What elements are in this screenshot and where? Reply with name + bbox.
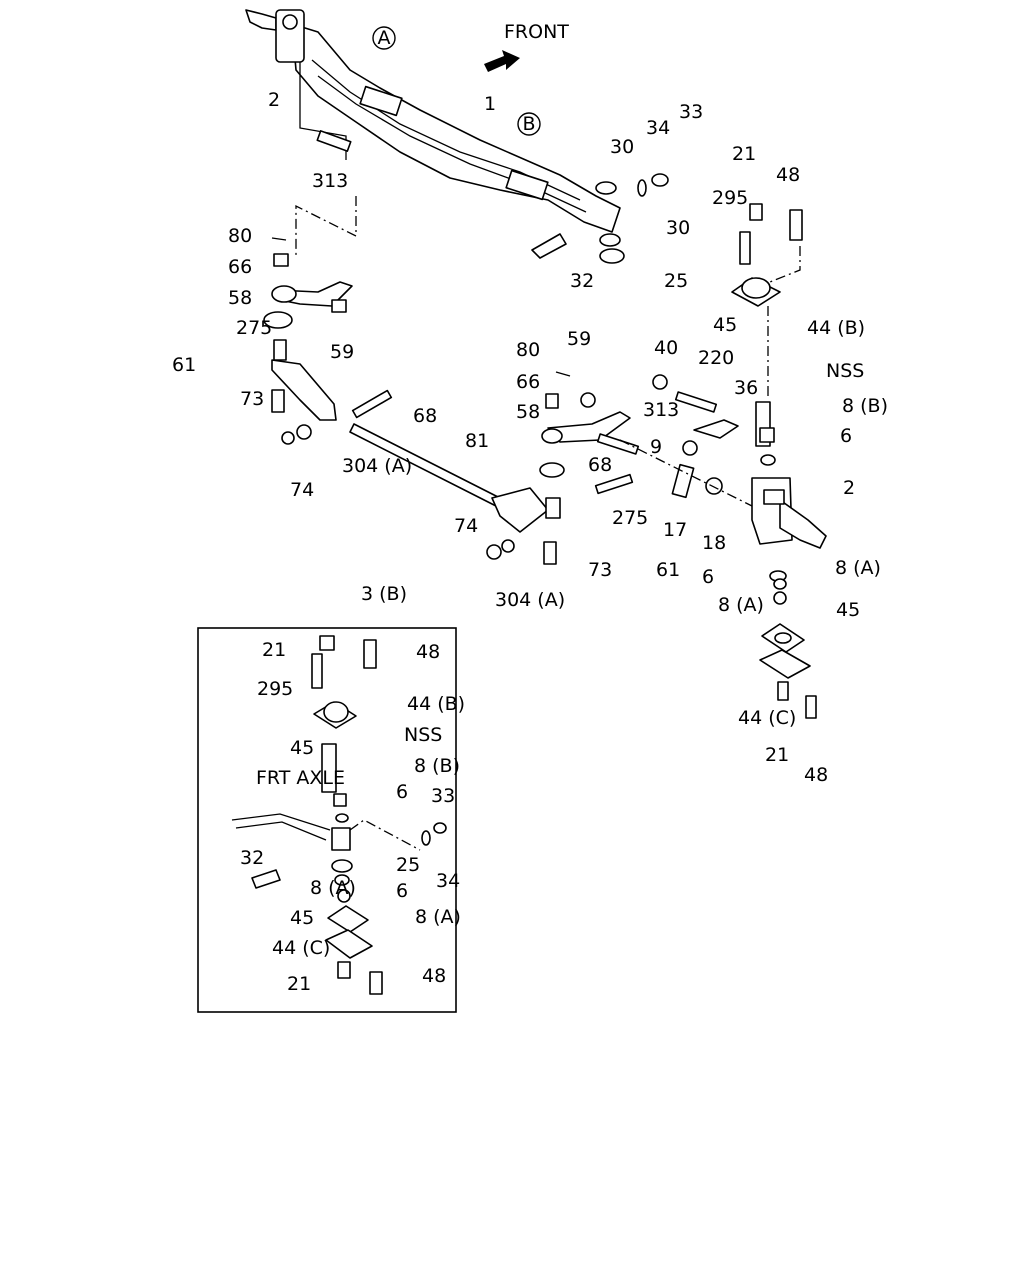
part-label: 8 (A) — [310, 877, 356, 899]
part-label: 48 — [422, 965, 446, 987]
part-label: 8 (A) — [415, 906, 461, 928]
part-label: 2 — [843, 477, 855, 499]
part-label: 304 (A) — [495, 589, 565, 611]
part-label: 25 — [396, 854, 420, 876]
callout-circle — [517, 112, 541, 136]
part-label: 59 — [330, 341, 354, 363]
part-label: 8 (A) — [835, 557, 881, 579]
front-direction-indicator: FRONT — [484, 21, 569, 72]
tie-rod — [349, 423, 561, 565]
part-label: 59 — [567, 328, 591, 350]
front-arrow-icon — [484, 50, 520, 72]
part-label: 48 — [416, 641, 440, 663]
part-label: 18 — [702, 532, 726, 554]
part-label: 48 — [776, 164, 800, 186]
part-label: 44 (C) — [272, 937, 330, 959]
part-label: 9 — [650, 436, 662, 458]
part-label: 6 — [702, 566, 714, 588]
part-label: 1 — [484, 93, 496, 115]
part-label: 6 — [396, 880, 408, 902]
part-label: 58 — [228, 287, 252, 309]
part-label: 44 (B) — [407, 693, 465, 715]
part-label: 45 — [836, 599, 860, 621]
part-label: 32 — [240, 847, 264, 869]
right-lower-stack — [759, 570, 817, 719]
part-label: 2 — [268, 89, 280, 111]
left-tie-rod-arm — [263, 237, 393, 445]
part-label: 81 — [465, 430, 489, 452]
part-label: A — [378, 27, 391, 49]
part-label: 295 — [257, 678, 293, 700]
part-label: 275 — [612, 507, 648, 529]
part-label: 313 — [312, 170, 348, 192]
part-label: 80 — [228, 225, 252, 247]
part-label: 21 — [287, 973, 311, 995]
part-label: 33 — [679, 101, 703, 123]
part-label: 68 — [413, 405, 437, 427]
part-label: 34 — [436, 870, 460, 892]
part-label: 44 (B) — [807, 317, 865, 339]
right-steering-knuckle — [619, 439, 827, 549]
right-tie-rod-arm — [539, 371, 739, 499]
part-label: 8 (A) — [718, 594, 764, 616]
part-label: 33 — [431, 785, 455, 807]
part-label: 80 — [516, 339, 540, 361]
phantom-line-left — [295, 196, 357, 256]
part-label: 6 — [396, 781, 408, 803]
part-label: 45 — [713, 314, 737, 336]
part-label: 295 — [712, 187, 748, 209]
part-label: NSS — [404, 724, 442, 746]
part-label: 58 — [516, 401, 540, 423]
part-label: 220 — [698, 347, 734, 369]
part-label: 34 — [646, 117, 670, 139]
left-steering-knuckle — [245, 9, 305, 63]
part-label: 17 — [663, 519, 687, 541]
part-label: 48 — [804, 764, 828, 786]
part-label: 25 — [664, 270, 688, 292]
part-label: 68 — [588, 454, 612, 476]
part-label: 30 — [610, 136, 634, 158]
part-label: 21 — [765, 744, 789, 766]
part-label: 21 — [732, 143, 756, 165]
part-label: B — [522, 113, 535, 135]
part-label: 61 — [656, 559, 680, 581]
part-label: NSS — [826, 360, 864, 382]
part-label: 61 — [172, 354, 196, 376]
part-label: 66 — [516, 371, 540, 393]
right-kingpin-cap — [731, 203, 803, 466]
part-label: 304 (A) — [342, 455, 412, 477]
part-label: 8 (B) — [414, 755, 460, 777]
part-label: FRT AXLE — [256, 767, 345, 789]
part-label: 6 — [840, 425, 852, 447]
part-label: 313 — [643, 399, 679, 421]
inset-detail-3b — [197, 627, 457, 1013]
part-label: 275 — [236, 317, 272, 339]
axle-beam — [291, 23, 621, 233]
part-label: 32 — [570, 270, 594, 292]
part-label: 36 — [734, 377, 758, 399]
callout-circle — [372, 26, 396, 50]
part-label: 44 (C) — [738, 707, 796, 729]
kingpin-left — [316, 130, 352, 152]
part-label: 21 — [262, 639, 286, 661]
part-label: 45 — [290, 737, 314, 759]
part-label: 40 — [654, 337, 678, 359]
part-label: 73 — [588, 559, 612, 581]
part-label: 45 — [290, 907, 314, 929]
part-label: 66 — [228, 256, 252, 278]
part-label: 30 — [666, 217, 690, 239]
part-label: 74 — [290, 479, 314, 501]
front-label: FRONT — [504, 21, 569, 43]
part-label: 8 (B) — [842, 395, 888, 417]
part-label: 3 (B) — [361, 583, 407, 605]
part-label: 73 — [240, 388, 264, 410]
right-bushing-stack — [531, 173, 669, 264]
part-label: 74 — [454, 515, 478, 537]
